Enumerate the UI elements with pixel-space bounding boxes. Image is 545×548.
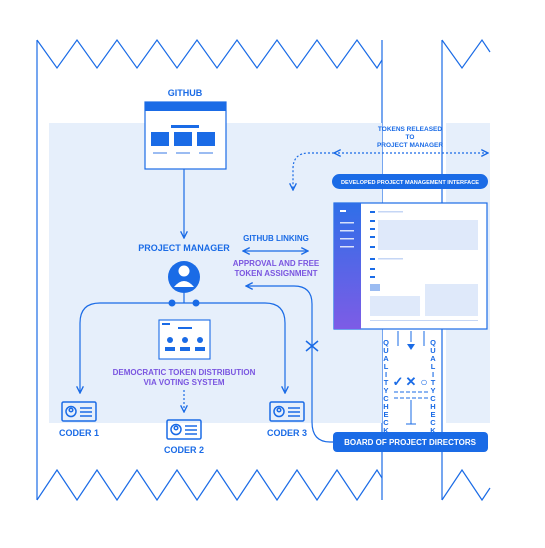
main-panel [49, 123, 382, 423]
tokens-label-line3: PROJECT MANAGER [377, 142, 443, 149]
quality-check-label-right: QUALITYCHECK [429, 338, 438, 434]
project-manager-avatar-icon [168, 261, 200, 293]
board-banner [333, 432, 488, 452]
github-label: GITHUB [168, 88, 203, 98]
interface-banner-label: DEVELOPED PROJECT MANAGEMENT INTERFACE [341, 180, 479, 186]
quality-flow-arrowhead [407, 344, 415, 350]
quality-check-connectors [394, 331, 429, 425]
board-to-pm-line [246, 286, 333, 443]
voting-label-line1: DEMOCRATIC TOKEN DISTRIBUTION [113, 368, 256, 377]
tokens-label-line1: TOKENS RELEASED [378, 126, 442, 133]
approval-label-line1: APPROVAL AND FREE [233, 259, 320, 268]
left-frame [36, 38, 383, 502]
tokens-label-line2: TO [406, 134, 415, 141]
interface-window [333, 202, 488, 330]
coder1-id-card-icon [61, 401, 97, 422]
voting-label-line2: VIA VOTING SYSTEM [143, 378, 224, 387]
branch-node-right [192, 299, 200, 307]
coder3-label: CODER 3 [267, 428, 307, 438]
approval-label-line2: TOKEN ASSIGNMENT [234, 269, 317, 278]
coder2-id-card-icon [166, 419, 202, 440]
branch-node-left [168, 299, 176, 307]
project-manager-label: PROJECT MANAGER [138, 243, 230, 253]
check-symbol-pending-icon: ○ [420, 375, 427, 389]
coder2-label: CODER 2 [164, 445, 204, 455]
tokens-flow-dotted [293, 153, 488, 190]
interface-banner [332, 174, 488, 189]
coder1-label: CODER 1 [59, 428, 99, 438]
check-symbol-accept-icon: ✓ [393, 374, 404, 389]
coder3-id-card-icon [269, 401, 305, 422]
distribution-branches [80, 293, 285, 393]
github-window [144, 101, 227, 170]
quality-check-label-left: QUALITYCHECK [382, 338, 391, 434]
github-linking-label: GITHUB LINKING [243, 234, 309, 243]
check-symbol-reject-icon: ✕ [406, 374, 417, 389]
voting-window [158, 319, 211, 360]
board-label: BOARD OF PROJECT DIRECTORS [344, 438, 477, 447]
blocked-cross-icon [305, 340, 319, 352]
